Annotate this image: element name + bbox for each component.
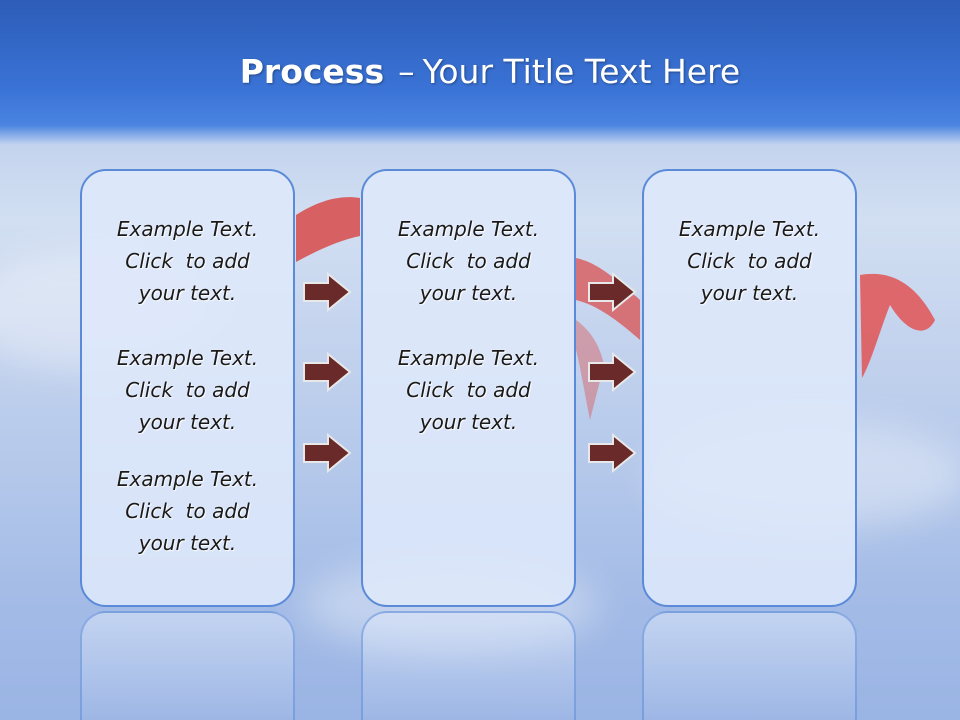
text-line: Click to add <box>406 249 531 273</box>
text-line: Example Text. <box>116 217 259 241</box>
text-placeholder[interactable]: Example Text. Click to add your text. <box>82 342 293 438</box>
box-reflection <box>361 611 576 720</box>
text-placeholder[interactable]: Example Text. Click to add your text. <box>82 213 293 309</box>
text-line: your text. <box>138 410 237 434</box>
right-arrow-icon[interactable] <box>587 352 637 392</box>
right-arrow-icon[interactable] <box>302 433 352 473</box>
box-reflection <box>642 611 857 720</box>
text-placeholder[interactable]: Example Text. Click to add your text. <box>363 213 574 309</box>
text-line: your text. <box>700 281 799 305</box>
text-placeholder[interactable]: Example Text. Click to add your text. <box>363 342 574 438</box>
process-box-3[interactable]: Example Text. Click to add your text. <box>642 169 857 607</box>
text-line: Click to add <box>687 249 812 273</box>
text-line: Example Text. <box>397 346 540 370</box>
text-line: Click to add <box>406 378 531 402</box>
text-line: Click to add <box>125 499 250 523</box>
text-line: Click to add <box>125 378 250 402</box>
text-placeholder[interactable]: Example Text. Click to add your text. <box>82 463 293 559</box>
process-box-1[interactable]: Example Text. Click to add your text. Ex… <box>80 169 295 607</box>
box-reflection <box>80 611 295 720</box>
title-separator: – <box>398 52 415 91</box>
right-arrow-icon[interactable] <box>302 272 352 312</box>
title-text: Your Title Text Here <box>422 52 741 91</box>
right-arrow-icon[interactable] <box>302 352 352 392</box>
text-line: your text. <box>138 531 237 555</box>
title-process: Process <box>239 52 385 91</box>
text-line: your text. <box>419 281 518 305</box>
text-placeholder[interactable]: Example Text. Click to add your text. <box>644 213 855 309</box>
slide-title[interactable]: Process–Your Title Text Here <box>0 52 960 91</box>
text-line: your text. <box>419 410 518 434</box>
right-arrow-icon[interactable] <box>587 433 637 473</box>
text-line: Example Text. <box>116 346 259 370</box>
right-arrow-icon[interactable] <box>587 272 637 312</box>
text-line: Click to add <box>125 249 250 273</box>
text-line: Example Text. <box>116 467 259 491</box>
text-line: your text. <box>138 281 237 305</box>
text-line: Example Text. <box>397 217 540 241</box>
process-box-2[interactable]: Example Text. Click to add your text. Ex… <box>361 169 576 607</box>
text-line: Example Text. <box>678 217 821 241</box>
